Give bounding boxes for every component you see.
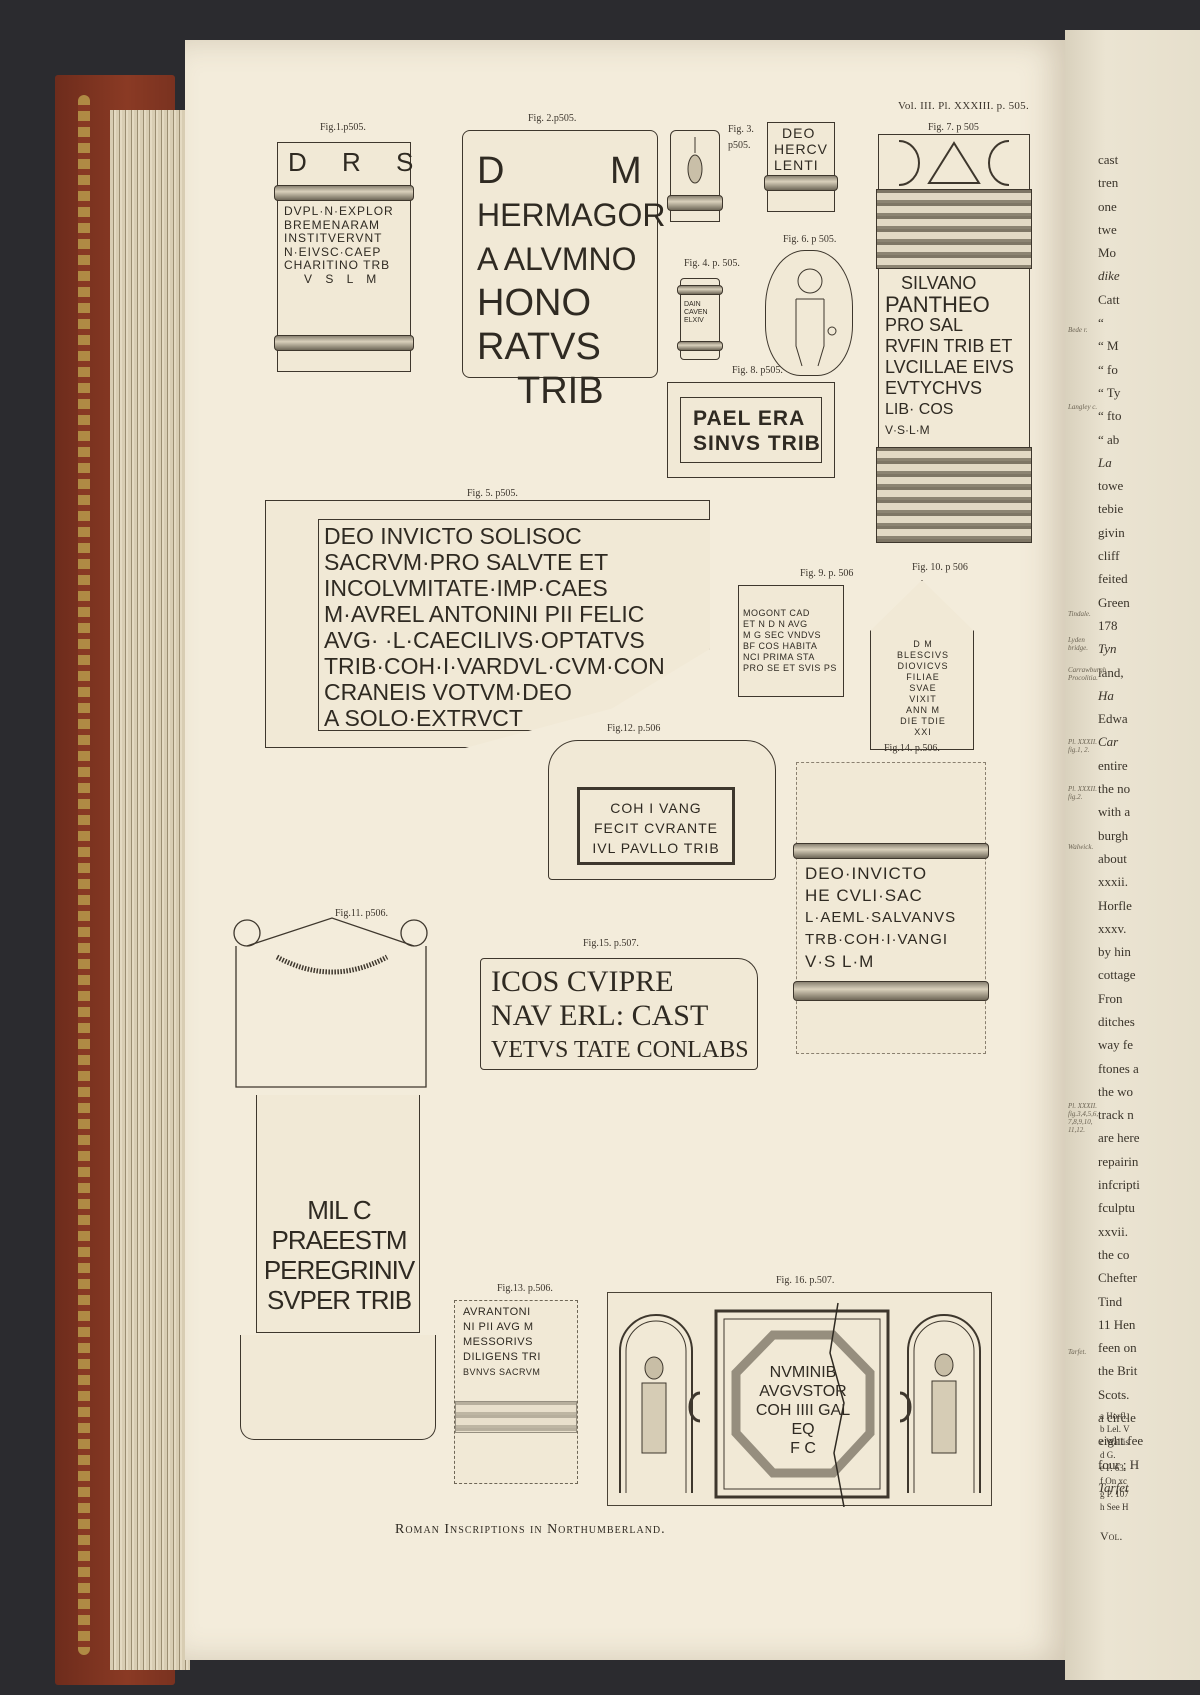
figure-caption: Fig. 7. p 505	[928, 122, 979, 133]
figure-relief-icon	[795, 268, 837, 367]
figure-caption: Fig. 2.p505.	[528, 113, 577, 124]
plate-title: Roman Inscriptions in Northumberland.	[395, 1522, 666, 1537]
moulding	[274, 335, 414, 351]
gilt-tooling	[78, 95, 90, 1655]
inner-panel	[318, 519, 710, 731]
figure-caption: Fig. 5. p505.	[467, 488, 518, 499]
moulding	[677, 285, 723, 295]
moulding	[793, 843, 989, 859]
figure-caption: Fig. 3. p505.	[728, 124, 754, 151]
mouldings	[876, 189, 1032, 269]
figure-caption: Fig. 8. p505.	[732, 365, 783, 376]
figure-3-altar-club	[667, 130, 723, 222]
margin-note: Pl. XXXII. fig.3,4,5,6, 7,8,9,10, 11,12.	[1068, 1102, 1099, 1134]
pediment-icon	[233, 917, 428, 1088]
signature-mark: Vol.	[1100, 1529, 1123, 1543]
figure-caption: Fig. 6. p 505.	[783, 234, 837, 245]
margin-note: Pl. XXXII. fig.2.	[1068, 785, 1097, 801]
inscription: D R S	[288, 147, 428, 177]
figure-caption: Fig.15. p.507.	[583, 938, 639, 949]
plate-header: Vol. III. Pl. XXXIII. p. 505.	[898, 100, 1030, 112]
moulding	[667, 195, 723, 211]
moulding	[274, 185, 414, 201]
figure-caption: Fig.1.p505.	[320, 122, 366, 133]
sculpture-relief-icon	[619, 1302, 981, 1507]
margin-note: Langley c.	[1068, 403, 1098, 411]
moulding	[793, 981, 989, 1001]
page-edges	[110, 110, 190, 1670]
mouldings	[876, 447, 1032, 543]
moulding	[677, 341, 723, 351]
figure-caption: Fig.13. p.506.	[497, 1283, 553, 1294]
figure-11-base	[240, 1335, 436, 1440]
margin-note: Carrawburgh Procolitia.	[1068, 666, 1107, 682]
margin-note: Tindale.	[1068, 610, 1091, 618]
margin-note: Bede r.	[1068, 326, 1088, 334]
capital-ornament-icon	[898, 140, 1010, 186]
figure-6-relief-figure	[765, 250, 853, 376]
moulding	[764, 175, 838, 191]
facing-page	[1065, 30, 1200, 1680]
margin-note: Pl. XXXII. fig.1, 2.	[1068, 738, 1097, 754]
margin-note: Lyden bridge.	[1068, 636, 1089, 652]
margin-note: Tarfet.	[1068, 1348, 1087, 1356]
mouldings	[455, 1401, 577, 1433]
figure-caption: Fig.12. p.506	[607, 723, 661, 734]
figure-caption: Fig. 4. p. 505.	[684, 258, 740, 269]
club-icon	[687, 137, 703, 184]
figure-caption: Fig. 16. p.507.	[776, 1275, 835, 1286]
figure-caption: Fig.14. p.506.	[884, 743, 940, 754]
margin-note: Walwick.	[1068, 843, 1094, 851]
figure-caption: Fig. 9. p. 506	[800, 568, 854, 579]
figure-caption: Fig.11. p506.	[335, 908, 388, 919]
figure-caption: Fig. 10. p 506	[912, 562, 968, 573]
